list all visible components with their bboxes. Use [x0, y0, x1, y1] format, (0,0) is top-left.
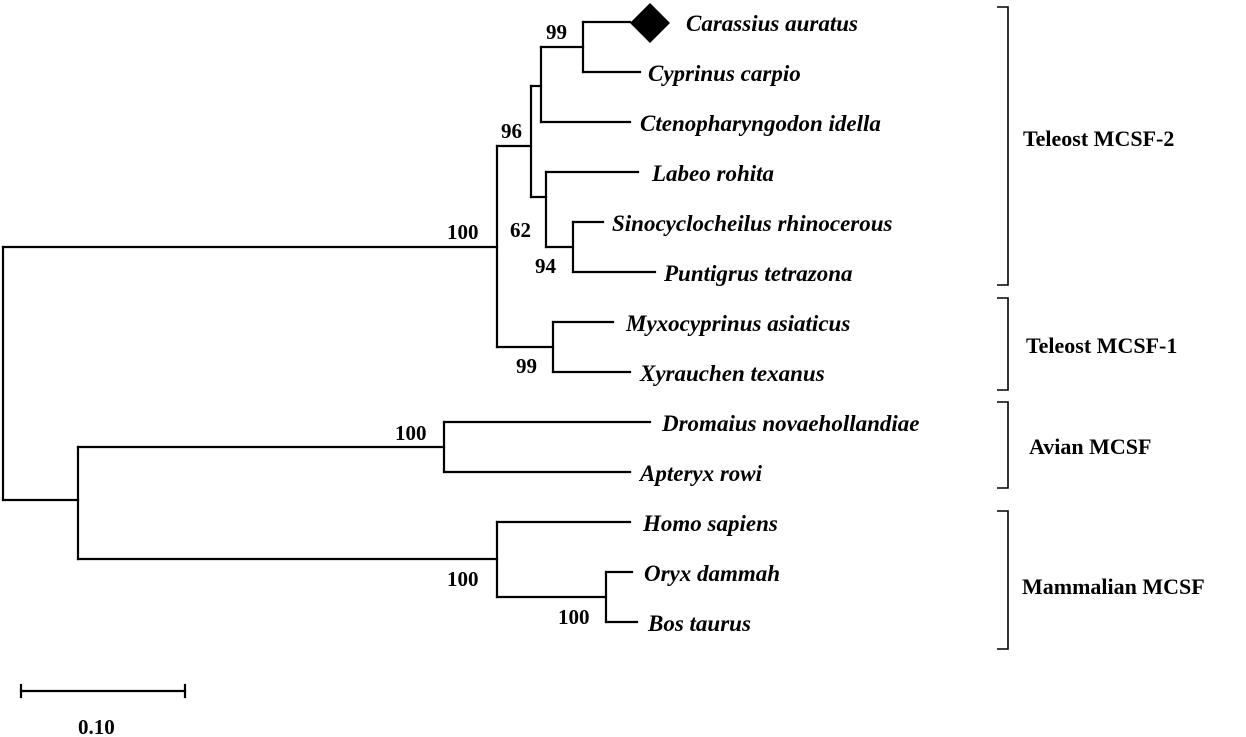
species-label-bos: Bos taurus — [647, 611, 751, 636]
bracket-mammalian-mcsf — [997, 510, 1009, 650]
species-label-xyrauchen: Xyrauchen texanus — [639, 361, 825, 386]
species-label-dromaius: Dromaius novaehollandiae — [661, 411, 920, 436]
bootstrap-labeo-group: 62 — [510, 218, 531, 242]
bracket-teleost-mcsf1 — [997, 297, 1009, 391]
species-label-cyprinus: Cyprinus carpio — [648, 61, 801, 86]
species-label-labeo: Labeo rohita — [651, 161, 774, 186]
species-label-apteryx: Apteryx rowi — [638, 461, 763, 486]
scale-bar-label: 0.10 — [78, 715, 115, 737]
species-label-puntigrus: Puntigrus tetrazona — [663, 261, 853, 286]
bracket-avian-mcsf — [997, 401, 1009, 489]
species-label-homo: Homo sapiens — [642, 511, 778, 536]
bootstrap-oryx-bos: 100 — [558, 605, 590, 629]
species-label-carassius: Carassius auratus — [686, 11, 858, 36]
species-label-oryx: Oryx dammah — [644, 561, 780, 586]
group-label-mammalian-mcsf: Mammalian MCSF — [1022, 574, 1205, 599]
diamond-icon — [630, 3, 670, 43]
scale-bar: 0.10 — [19, 683, 187, 737]
bootstrap-teleost: 100 — [447, 220, 479, 244]
species-label-myxocyprinus: Myxocyprinus asiaticus — [625, 311, 850, 336]
group-label-teleost-mcsf1: Teleost MCSF-1 — [1026, 333, 1177, 358]
group-label-avian-mcsf: Avian MCSF — [1029, 434, 1151, 459]
group-label-teleost-mcsf2: Teleost MCSF-2 — [1023, 126, 1174, 151]
bootstrap-sino-puntigrus: 94 — [535, 254, 557, 278]
bootstrap-avian: 100 — [395, 421, 427, 445]
bootstrap-carassius-cyprinus: 99 — [546, 20, 567, 44]
bootstrap-myxo-xyrauchen: 99 — [516, 354, 537, 378]
bootstrap-mammal: 100 — [447, 567, 479, 591]
bracket-teleost-mcsf2 — [997, 6, 1009, 286]
species-label-sinocyclocheilus: Sinocyclocheilus rhinocerous — [612, 211, 893, 236]
species-label-ctenopharyngodon: Ctenopharyngodon idella — [640, 111, 881, 136]
bootstrap-cyprinid-mcsf2: 96 — [501, 119, 522, 143]
